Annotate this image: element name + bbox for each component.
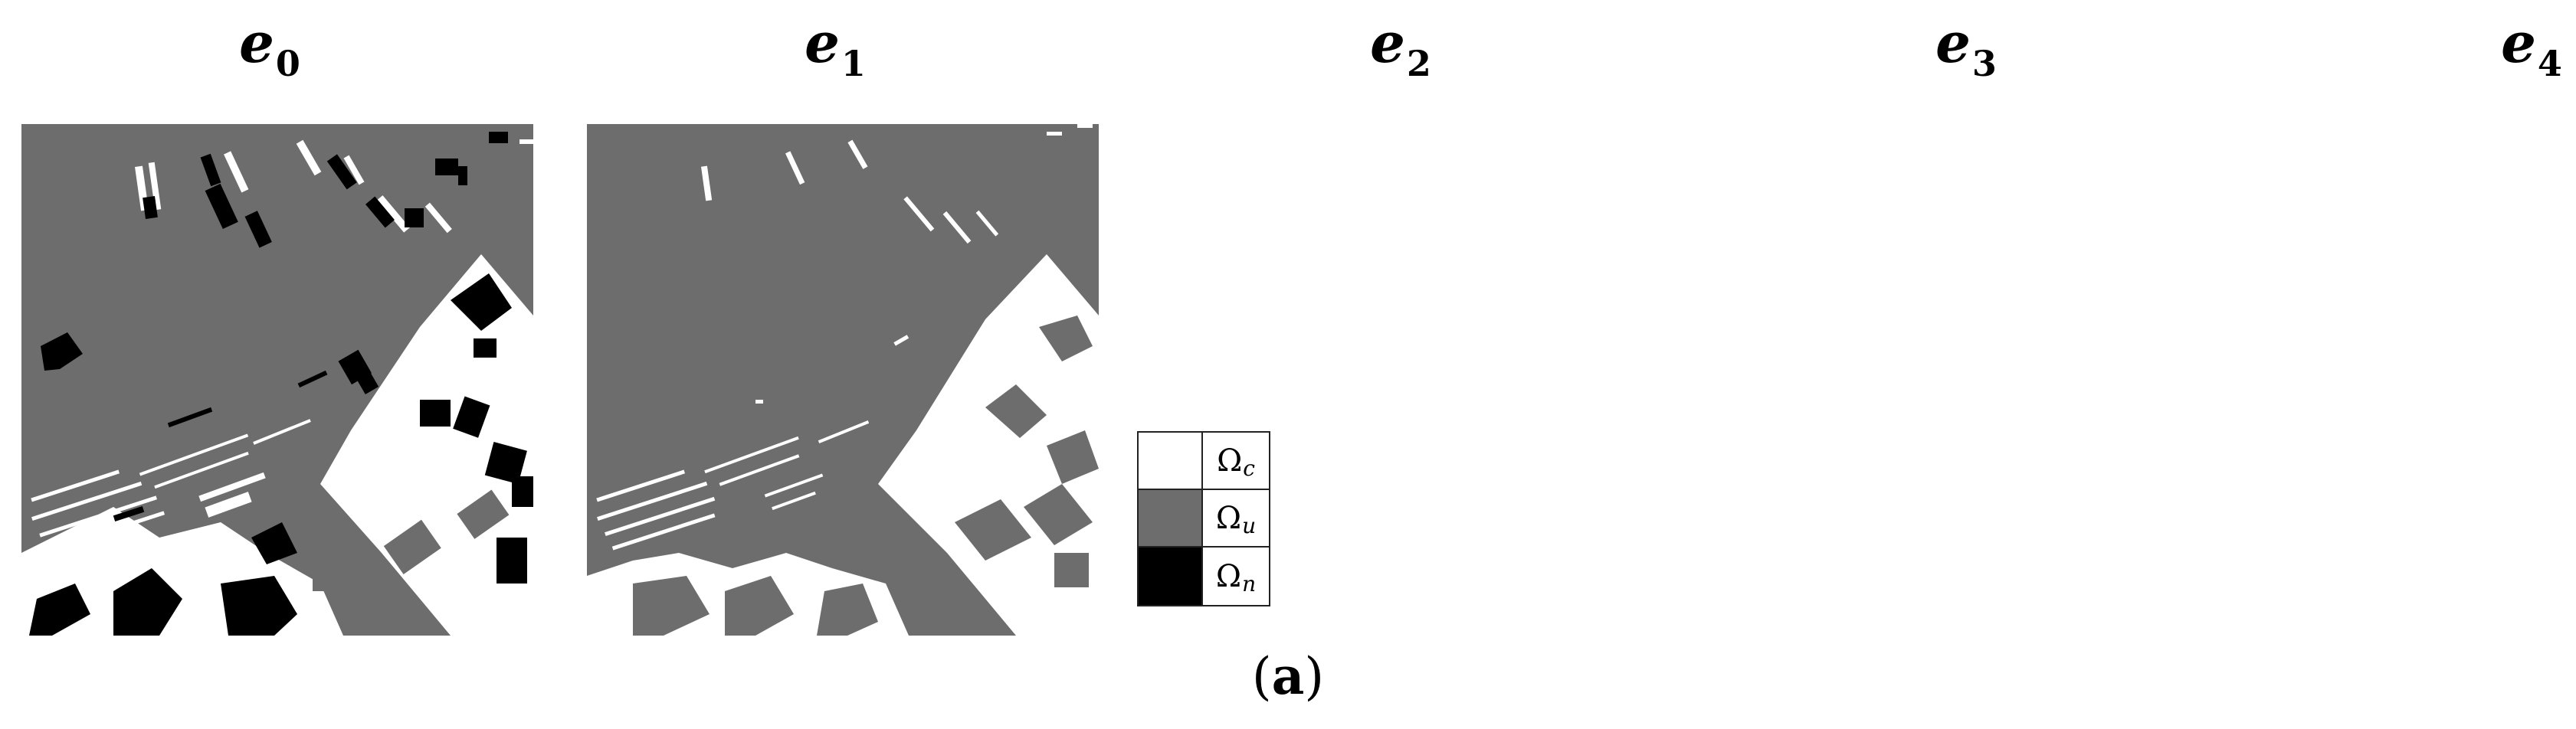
panel-caption: (a): [1251, 646, 1325, 706]
classification-map-e1: [587, 124, 1099, 636]
legend-swatch-gray: [1139, 490, 1203, 546]
column-label-e4: e4: [2501, 10, 2562, 84]
column-label-e2: e2: [1370, 10, 1431, 84]
legend-swatch-black: [1139, 548, 1203, 605]
classification-map-e0: [21, 124, 533, 636]
column-label-e0: e0: [239, 10, 300, 84]
column-label-e1: e1: [805, 10, 866, 84]
legend-swatch-white: [1139, 433, 1203, 489]
classification-map-e1-graphic: [587, 124, 1099, 636]
classification-map-e0-graphic: [21, 124, 533, 636]
column-label-e3: e3: [1935, 10, 1997, 84]
